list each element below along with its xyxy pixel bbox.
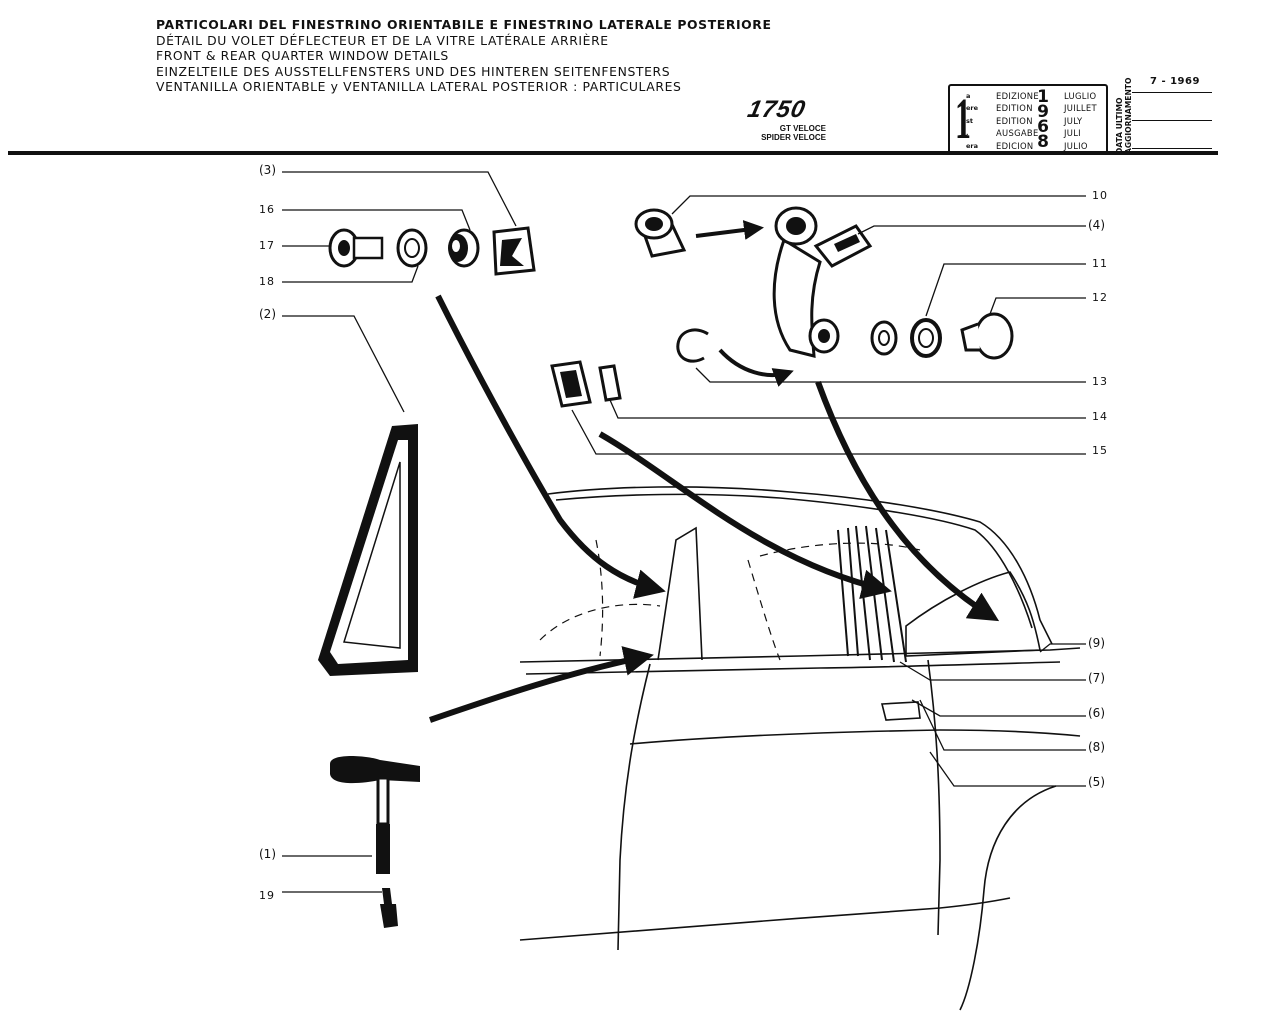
last-update-date: 7 - 1969 bbox=[1150, 76, 1200, 87]
small-arrows bbox=[695, 220, 794, 387]
door-rear-edge bbox=[927, 659, 941, 936]
edition-year-digit: 8 bbox=[1037, 132, 1049, 152]
callout-17: 17 bbox=[259, 239, 275, 252]
edition-ordinals: a ere st . era bbox=[966, 90, 978, 152]
month-it: LUGLIO bbox=[1064, 91, 1097, 101]
car-body-outline bbox=[519, 486, 1081, 1011]
edition-word-it: EDIZIONE bbox=[996, 91, 1039, 101]
ordinal-it: a bbox=[966, 92, 971, 100]
model-variant-spider: SPIDER VELOCE bbox=[761, 133, 826, 142]
edition-year-digit: 1 bbox=[1037, 87, 1049, 107]
front-pillar bbox=[657, 526, 703, 661]
callout-3: (3) bbox=[259, 163, 276, 177]
leader-lines bbox=[282, 171, 1086, 893]
ordinal-fr: ere bbox=[966, 104, 979, 113]
title-english: FRONT & REAR QUARTER WINDOW DETAILS bbox=[156, 48, 449, 63]
update-line-1 bbox=[1132, 92, 1212, 93]
callout-10: 10 bbox=[1092, 189, 1108, 202]
edition-word-fr: EDITION bbox=[996, 103, 1033, 114]
callout-1: (1) bbox=[259, 847, 276, 861]
model-badge: 1750 GT VELOCE SPIDER VELOCE bbox=[745, 96, 826, 142]
arrow-rear-window bbox=[815, 380, 1000, 622]
month-en: JULY bbox=[1064, 115, 1083, 126]
rear-wheel-arch bbox=[959, 785, 1057, 1011]
title-spanish: VENTANILLA ORIENTABLE y VENTANILLA LATER… bbox=[156, 79, 682, 94]
callout-19: 19 bbox=[259, 889, 275, 902]
roof-inner-line bbox=[555, 493, 1033, 629]
month-es: JULIO bbox=[1064, 140, 1088, 151]
window-channels bbox=[837, 525, 907, 663]
arrow-vent-glass bbox=[429, 646, 654, 723]
arrow-vent-fittings bbox=[435, 294, 666, 599]
callout-6: (6) bbox=[1088, 706, 1105, 720]
title-italian: PARTICOLARI DEL FINESTRINO ORIENTABILE E… bbox=[156, 17, 772, 32]
pivot-lever bbox=[772, 206, 873, 358]
body-crease bbox=[629, 729, 1081, 745]
bush-10 bbox=[634, 208, 687, 258]
edition-months: LUGLIO JUILLET JULY JULI JULIO bbox=[1064, 90, 1097, 152]
callout-14: 14 bbox=[1092, 410, 1108, 423]
edition-box: 1 a ere st . era EDIZIONE EDITION EDITIO… bbox=[948, 84, 1108, 154]
quarter-window-frame bbox=[905, 571, 1041, 657]
edition-year-digit: 6 bbox=[1037, 117, 1049, 137]
callout-8: (8) bbox=[1088, 740, 1105, 754]
roof-line bbox=[547, 486, 1053, 645]
washer-11 bbox=[910, 318, 942, 358]
door-front-edge bbox=[617, 663, 651, 951]
title-french: DÉTAIL DU VOLET DÉFLECTEUR ET DE LA VITR… bbox=[156, 32, 609, 48]
callout-18: 18 bbox=[259, 275, 275, 288]
callout-9: (9) bbox=[1088, 636, 1105, 650]
month-fr: JUILLET bbox=[1064, 103, 1097, 114]
arrow-channel-strip bbox=[598, 431, 892, 600]
callout-11: 11 bbox=[1092, 257, 1108, 270]
vent-window-glass bbox=[318, 424, 418, 676]
bolt-17 bbox=[328, 228, 384, 268]
washer-flat bbox=[870, 320, 898, 356]
callout-13: 13 bbox=[1092, 375, 1108, 388]
title-german: EINZELTEILE DES AUSSTELLFENSTERS UND DES… bbox=[156, 63, 671, 79]
month-de: JULI bbox=[1064, 128, 1081, 139]
header-rule bbox=[8, 151, 1218, 155]
edition-word-en: EDITION bbox=[996, 115, 1033, 126]
ordinal-es: era bbox=[966, 141, 979, 150]
ordinal-en: st bbox=[966, 116, 973, 125]
edition-languages: EDIZIONE EDITION EDITION AUSGABE EDICION bbox=[996, 90, 1039, 152]
sill-line bbox=[519, 897, 1011, 941]
callout-4: (4) bbox=[1088, 218, 1105, 232]
beltline-lower bbox=[525, 661, 1061, 675]
arrow-clip-to-lever bbox=[718, 348, 794, 387]
callout-7: (7) bbox=[1088, 671, 1105, 685]
edition-word-es: EDICION bbox=[996, 140, 1034, 151]
arrow-bush-to-lever bbox=[695, 220, 764, 240]
callout-2: (2) bbox=[259, 307, 276, 321]
update-line-2 bbox=[1132, 120, 1212, 121]
clip-14 bbox=[598, 364, 622, 402]
callout-16: 16 bbox=[259, 203, 275, 216]
callout-15: 15 bbox=[1092, 444, 1108, 457]
clip-15 bbox=[550, 360, 592, 408]
edition-year-digit: 9 bbox=[1037, 102, 1049, 122]
bracket-3 bbox=[492, 226, 536, 276]
bush-16 bbox=[448, 228, 480, 268]
beltline bbox=[519, 647, 1081, 663]
screw-19 bbox=[380, 888, 398, 928]
callout-5: (5) bbox=[1088, 775, 1105, 789]
update-line-3 bbox=[1132, 148, 1212, 149]
header-titles: PARTICOLARI DEL FINESTRINO ORIENTABILE E… bbox=[156, 17, 772, 95]
edition-word-de: AUSGABE bbox=[996, 128, 1039, 139]
ordinal-de: . bbox=[966, 129, 969, 138]
callout-12: 12 bbox=[1092, 291, 1108, 304]
model-variant-gt: GT VELOCE bbox=[779, 124, 826, 133]
vent-handle bbox=[330, 756, 420, 874]
door-handle bbox=[880, 701, 921, 721]
washer-18 bbox=[396, 228, 428, 268]
circlip-13 bbox=[676, 328, 709, 363]
cap-nut-12 bbox=[960, 312, 1014, 360]
edition-number: 1 bbox=[955, 86, 971, 151]
